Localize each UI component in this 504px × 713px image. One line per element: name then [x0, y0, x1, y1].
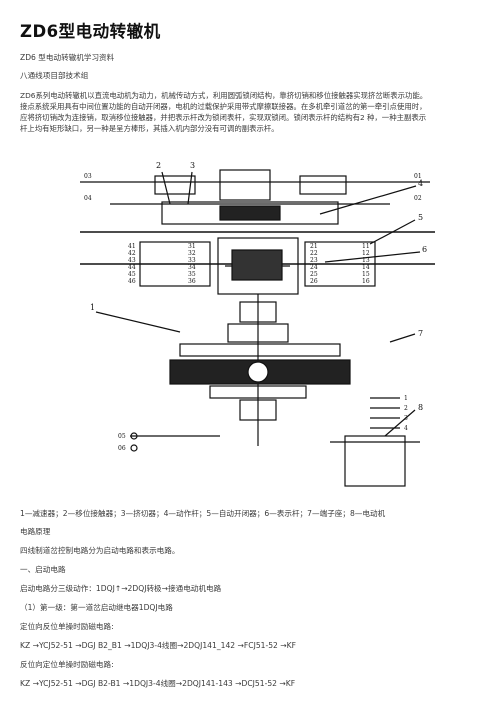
intro-line: 应将挤切销改为连接销，取消移位接触器，并把表示杆改为锁闭表杆，实现双锁闭。锁闭表… — [20, 113, 427, 122]
contact-label: 23 — [310, 257, 318, 264]
contact-label: 31 — [188, 243, 196, 250]
motor-terminal-label: 06 — [118, 445, 126, 452]
contact-label: 35 — [188, 271, 196, 278]
callout-label: 4 — [418, 179, 423, 188]
terminal-label: 03 — [84, 173, 92, 180]
contact-label: 12 — [362, 250, 370, 257]
contact-label: 45 — [128, 271, 136, 278]
callout-label: 2 — [156, 161, 161, 170]
callout-label: 7 — [418, 329, 423, 338]
callout-label: 5 — [418, 213, 423, 222]
section-heading: 电路原理 — [20, 527, 51, 536]
terminal-label: 04 — [84, 195, 92, 202]
motor-terminal-label: 05 — [118, 433, 126, 440]
contact-label: 21 — [310, 243, 318, 250]
contact-label: 15 — [362, 271, 370, 278]
terminal-block-label: 3 — [404, 415, 408, 422]
callout-label: 8 — [418, 403, 423, 412]
callout-label: 3 — [190, 161, 195, 170]
contact-label: 26 — [310, 278, 318, 285]
contact-label: 34 — [188, 264, 196, 271]
body-line: 四线制道岔控制电路分为启动电路和表示电路。 — [20, 546, 180, 555]
circuit-line: KZ →YCJ52-51 →DGJ B2_B1 →1DQJ3-4线圈→2DQJ1… — [20, 641, 297, 650]
callout-labels: 2 3 4 5 6 1 7 8 — [90, 161, 427, 412]
contact-label: 11 — [362, 243, 370, 250]
contact-label: 46 — [128, 278, 136, 285]
page-title: ZD6型电动转辙机 — [20, 22, 161, 41]
callout-label: 1 — [90, 303, 95, 312]
contact-label: 43 — [128, 257, 136, 264]
body-line: 定位向反位单操时励磁电路: — [20, 622, 114, 631]
circuit-line: KZ →YCJ52-51 →DGJ B2-B1 →1DQJ3-4线圈→2DQJ1… — [20, 679, 296, 688]
intro-paragraph: ZD6系列电动转辙机以直流电动机为动力，机械传动方式，利用圆弧锁闭结构，靠挤切销… — [20, 90, 488, 134]
contact-label: 16 — [362, 278, 370, 285]
body-line: 启动电路分三级动作：1DQJ↑→2DQJ转极→接通电动机电路 — [20, 584, 222, 593]
contact-label: 24 — [310, 264, 318, 271]
terminal-labels: 03 04 01 02 41 42 43 44 45 46 31 32 33 3… — [84, 173, 422, 452]
contact-label: 41 — [128, 243, 136, 250]
terminal-label: 01 — [414, 173, 422, 180]
contact-label: 25 — [310, 271, 318, 278]
figure-caption: 1—减速器；2—移位接触器；3—挤切器；4—动作杆；5—自动开闭器；6—表示杆；… — [20, 509, 386, 518]
intro-line: 杆上均有矩形缺口，另一种是呈方棒形，其插入机内部分没有可调的副表示杆。 — [20, 124, 279, 133]
contact-label: 14 — [362, 264, 370, 271]
contact-label: 44 — [128, 264, 136, 271]
intro-line: 接点系统采用具有中间位置功能的自动开闭器，电机的过载保护采用带式摩擦联接器。在多… — [20, 102, 427, 111]
terminal-block-label: 4 — [404, 425, 408, 432]
contact-label: 36 — [188, 278, 196, 285]
contact-label: 33 — [188, 257, 196, 264]
contact-label: 22 — [310, 250, 318, 257]
contact-label: 13 — [362, 257, 370, 264]
body-line: 反位向定位单操时励磁电路: — [20, 660, 114, 669]
terminal-block-label: 1 — [404, 395, 408, 402]
body-line: （1）第一级：第一道岔启动继电器1DQJ电路 — [20, 603, 173, 612]
contact-label: 42 — [128, 250, 136, 257]
subtitle: ZD6 型电动转辙机学习资料 — [20, 53, 115, 62]
contact-label: 32 — [188, 250, 196, 257]
org-name: 八通线项目部技术组 — [20, 71, 89, 80]
section-heading: 一、启动电路 — [20, 565, 66, 574]
intro-line: ZD6系列电动转辙机以直流电动机为动力，机械传动方式，利用圆弧锁闭结构，靠挤切销… — [20, 91, 428, 100]
terminal-label: 02 — [414, 195, 422, 202]
callout-label: 6 — [422, 245, 427, 254]
terminal-block-label: 2 — [404, 405, 408, 412]
switch-machine-diagram: 2 3 4 5 6 1 7 8 03 04 01 02 41 42 43 44 … — [80, 161, 435, 487]
